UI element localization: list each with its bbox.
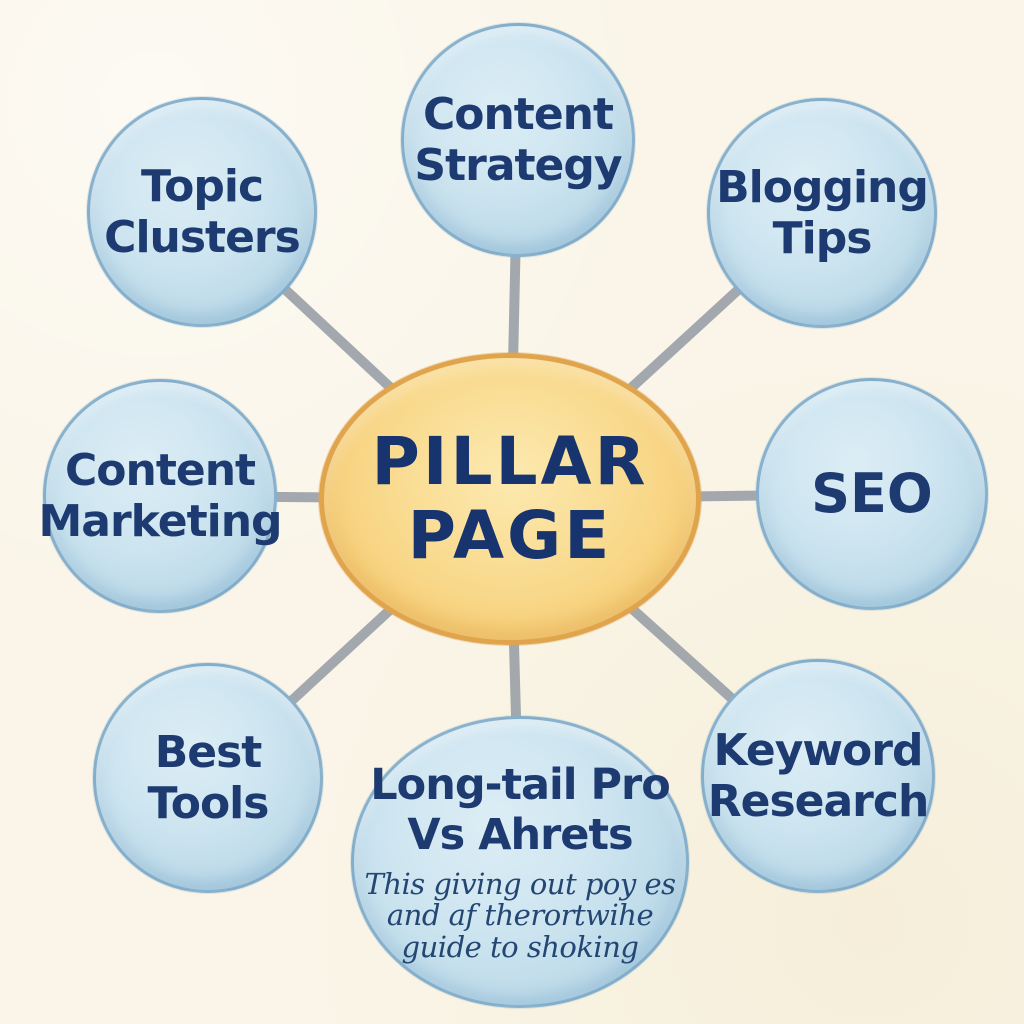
node-best-tools: Best Tools (93, 663, 323, 893)
node-topic-clusters-label: Topic Clusters (104, 160, 301, 263)
node-content-marketing: Content Marketing (38, 379, 283, 613)
node-long-tail-pro-vs-ahrets: Long-tail Pro Vs Ahrets This giving out … (351, 716, 689, 1008)
node-topic-clusters: Topic Clusters (87, 97, 317, 327)
node-content-strategy: Content Strategy (401, 23, 635, 257)
node-keyword-research-label: Keyword Research (707, 724, 930, 827)
hub-pillar-page-label: PILLAR PAGE (371, 423, 649, 574)
hub-pillar-page: PILLAR PAGE (319, 353, 701, 645)
node-long-tail-subtext: This giving out poy es and af therortwih… (364, 866, 676, 964)
node-long-tail-label: Long-tail Pro Vs Ahrets (370, 760, 670, 861)
node-seo-label: SEO (811, 461, 933, 525)
node-content-strategy-label: Content Strategy (414, 88, 622, 191)
node-seo: SEO (756, 378, 988, 610)
node-keyword-research: Keyword Research (701, 659, 935, 893)
node-blogging-tips-label: Blogging Tips (716, 161, 929, 264)
node-blogging-tips: Blogging Tips (707, 98, 937, 328)
node-best-tools-label: Best Tools (147, 726, 270, 829)
node-content-marketing-label: Content Marketing (38, 444, 282, 547)
